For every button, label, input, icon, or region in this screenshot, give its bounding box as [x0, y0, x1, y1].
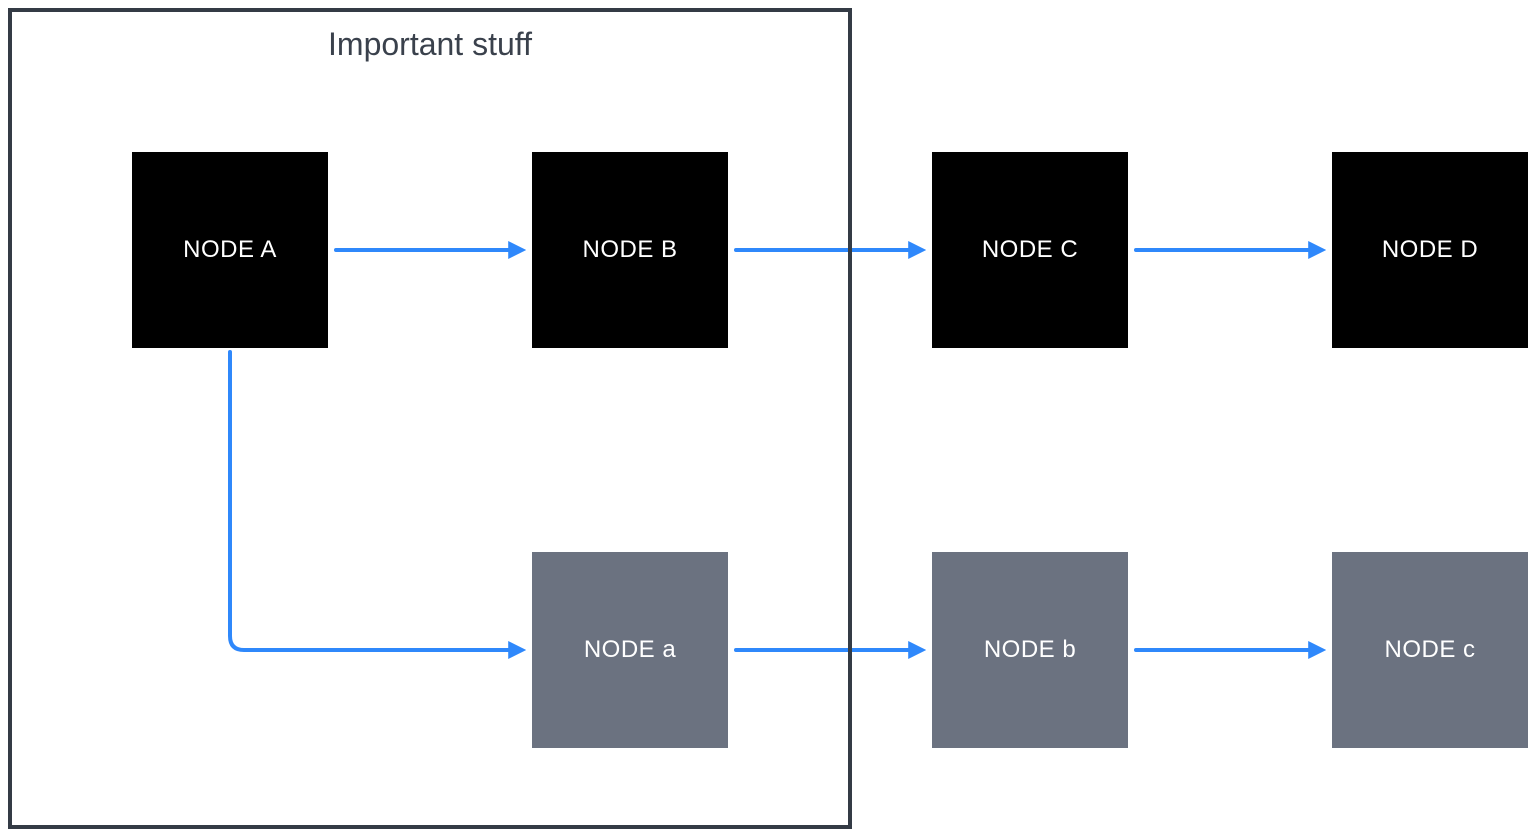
node-c-label: NODE c	[1384, 636, 1476, 663]
edge-A-to-a	[228, 350, 527, 659]
node-a[interactable]: NODE a	[532, 552, 728, 748]
node-b-label: NODE b	[983, 636, 1077, 663]
node-B-label: NODE B	[582, 236, 678, 263]
node-C-label: NODE C	[981, 236, 1079, 263]
node-A[interactable]: NODE A	[132, 152, 328, 348]
node-b[interactable]: NODE b	[932, 552, 1128, 748]
node-C[interactable]: NODE C	[932, 152, 1128, 348]
node-B[interactable]: NODE B	[532, 152, 728, 348]
node-a-label: NODE a	[583, 636, 677, 663]
node-D-label: NODE D	[1381, 236, 1479, 263]
node-c[interactable]: NODE c	[1332, 552, 1528, 748]
node-D[interactable]: NODE D	[1332, 152, 1528, 348]
node-A-label: NODE A	[183, 236, 277, 263]
